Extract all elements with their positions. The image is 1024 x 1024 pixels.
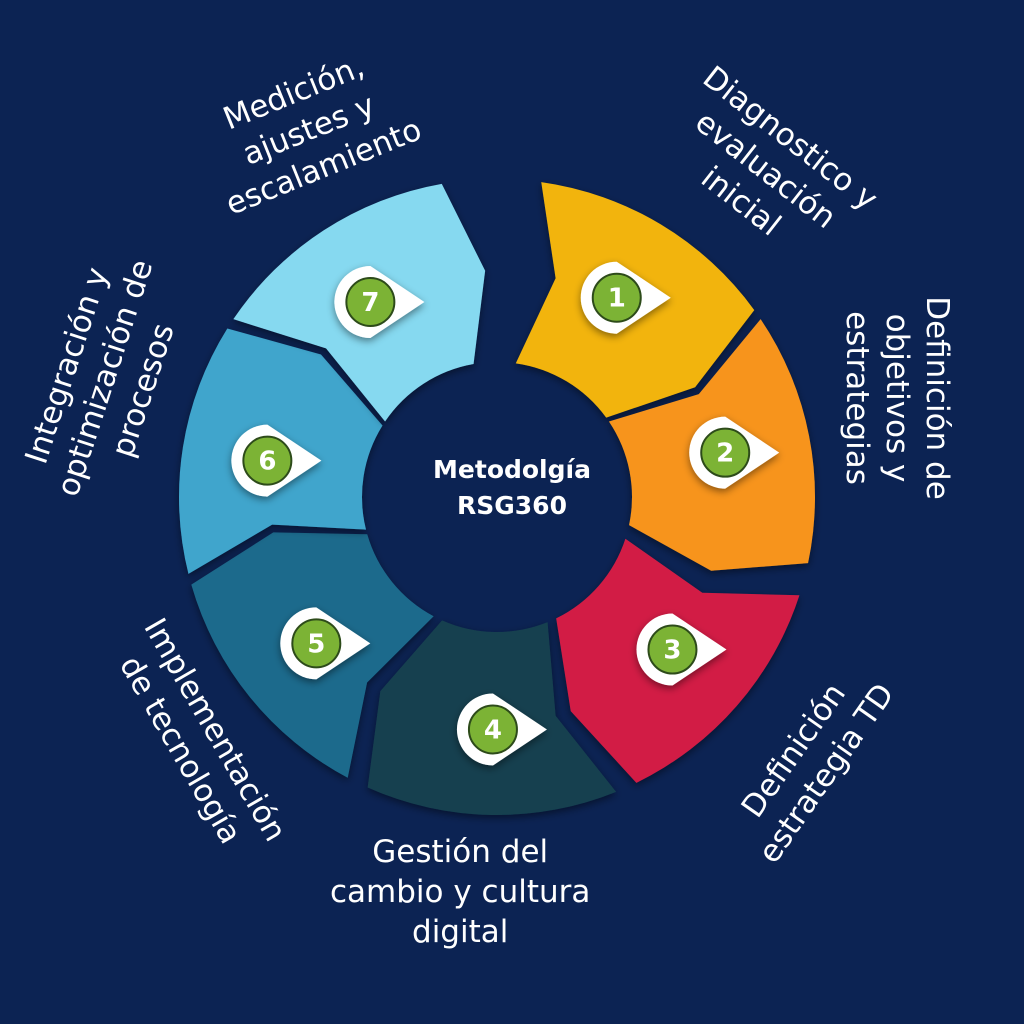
step-4-badge: 4 (456, 693, 547, 766)
step-3-number: 3 (663, 636, 681, 666)
step-2-label-line: Definición de (918, 296, 955, 500)
step-2-badge: 2 (689, 416, 780, 489)
step-6-badge: 6 (231, 424, 322, 497)
badge-circle (700, 427, 751, 478)
badge-circle (591, 272, 642, 323)
step-5-badge: 5 (280, 607, 371, 680)
center-title: Metodolgía RSG360 (384, 452, 640, 524)
step-6-number: 6 (258, 447, 276, 477)
step-2-label: Definición de objetivos y estrategias (837, 296, 957, 500)
center-title-line-2: RSG360 (457, 491, 567, 520)
step-4-number: 4 (484, 715, 502, 745)
step-7-badge: 7 (334, 266, 425, 339)
step-7-number: 7 (361, 288, 379, 318)
step-4-label: Gestión del cambio y cultura digital (330, 832, 590, 952)
step-5-number: 5 (307, 629, 325, 659)
step-4-label-line: Gestión del (372, 834, 549, 870)
step-2-number: 2 (716, 439, 734, 469)
step-3-badge: 3 (636, 613, 727, 686)
badge-circle (345, 277, 396, 328)
center-title-line-1: Metodolgía (433, 455, 591, 484)
step-2-label-line: estrategias (838, 311, 875, 485)
badge-circle (467, 704, 518, 755)
badge-circle (291, 618, 342, 669)
step-4-label-line: cambio y cultura (330, 874, 591, 910)
step-1-badge: 1 (580, 261, 671, 334)
step-4-label-line: digital (412, 914, 509, 950)
badge-circle (647, 624, 698, 675)
badge-circle (242, 435, 293, 486)
step-1-number: 1 (608, 284, 626, 314)
step-2-label-line: objetivos y (878, 313, 915, 483)
